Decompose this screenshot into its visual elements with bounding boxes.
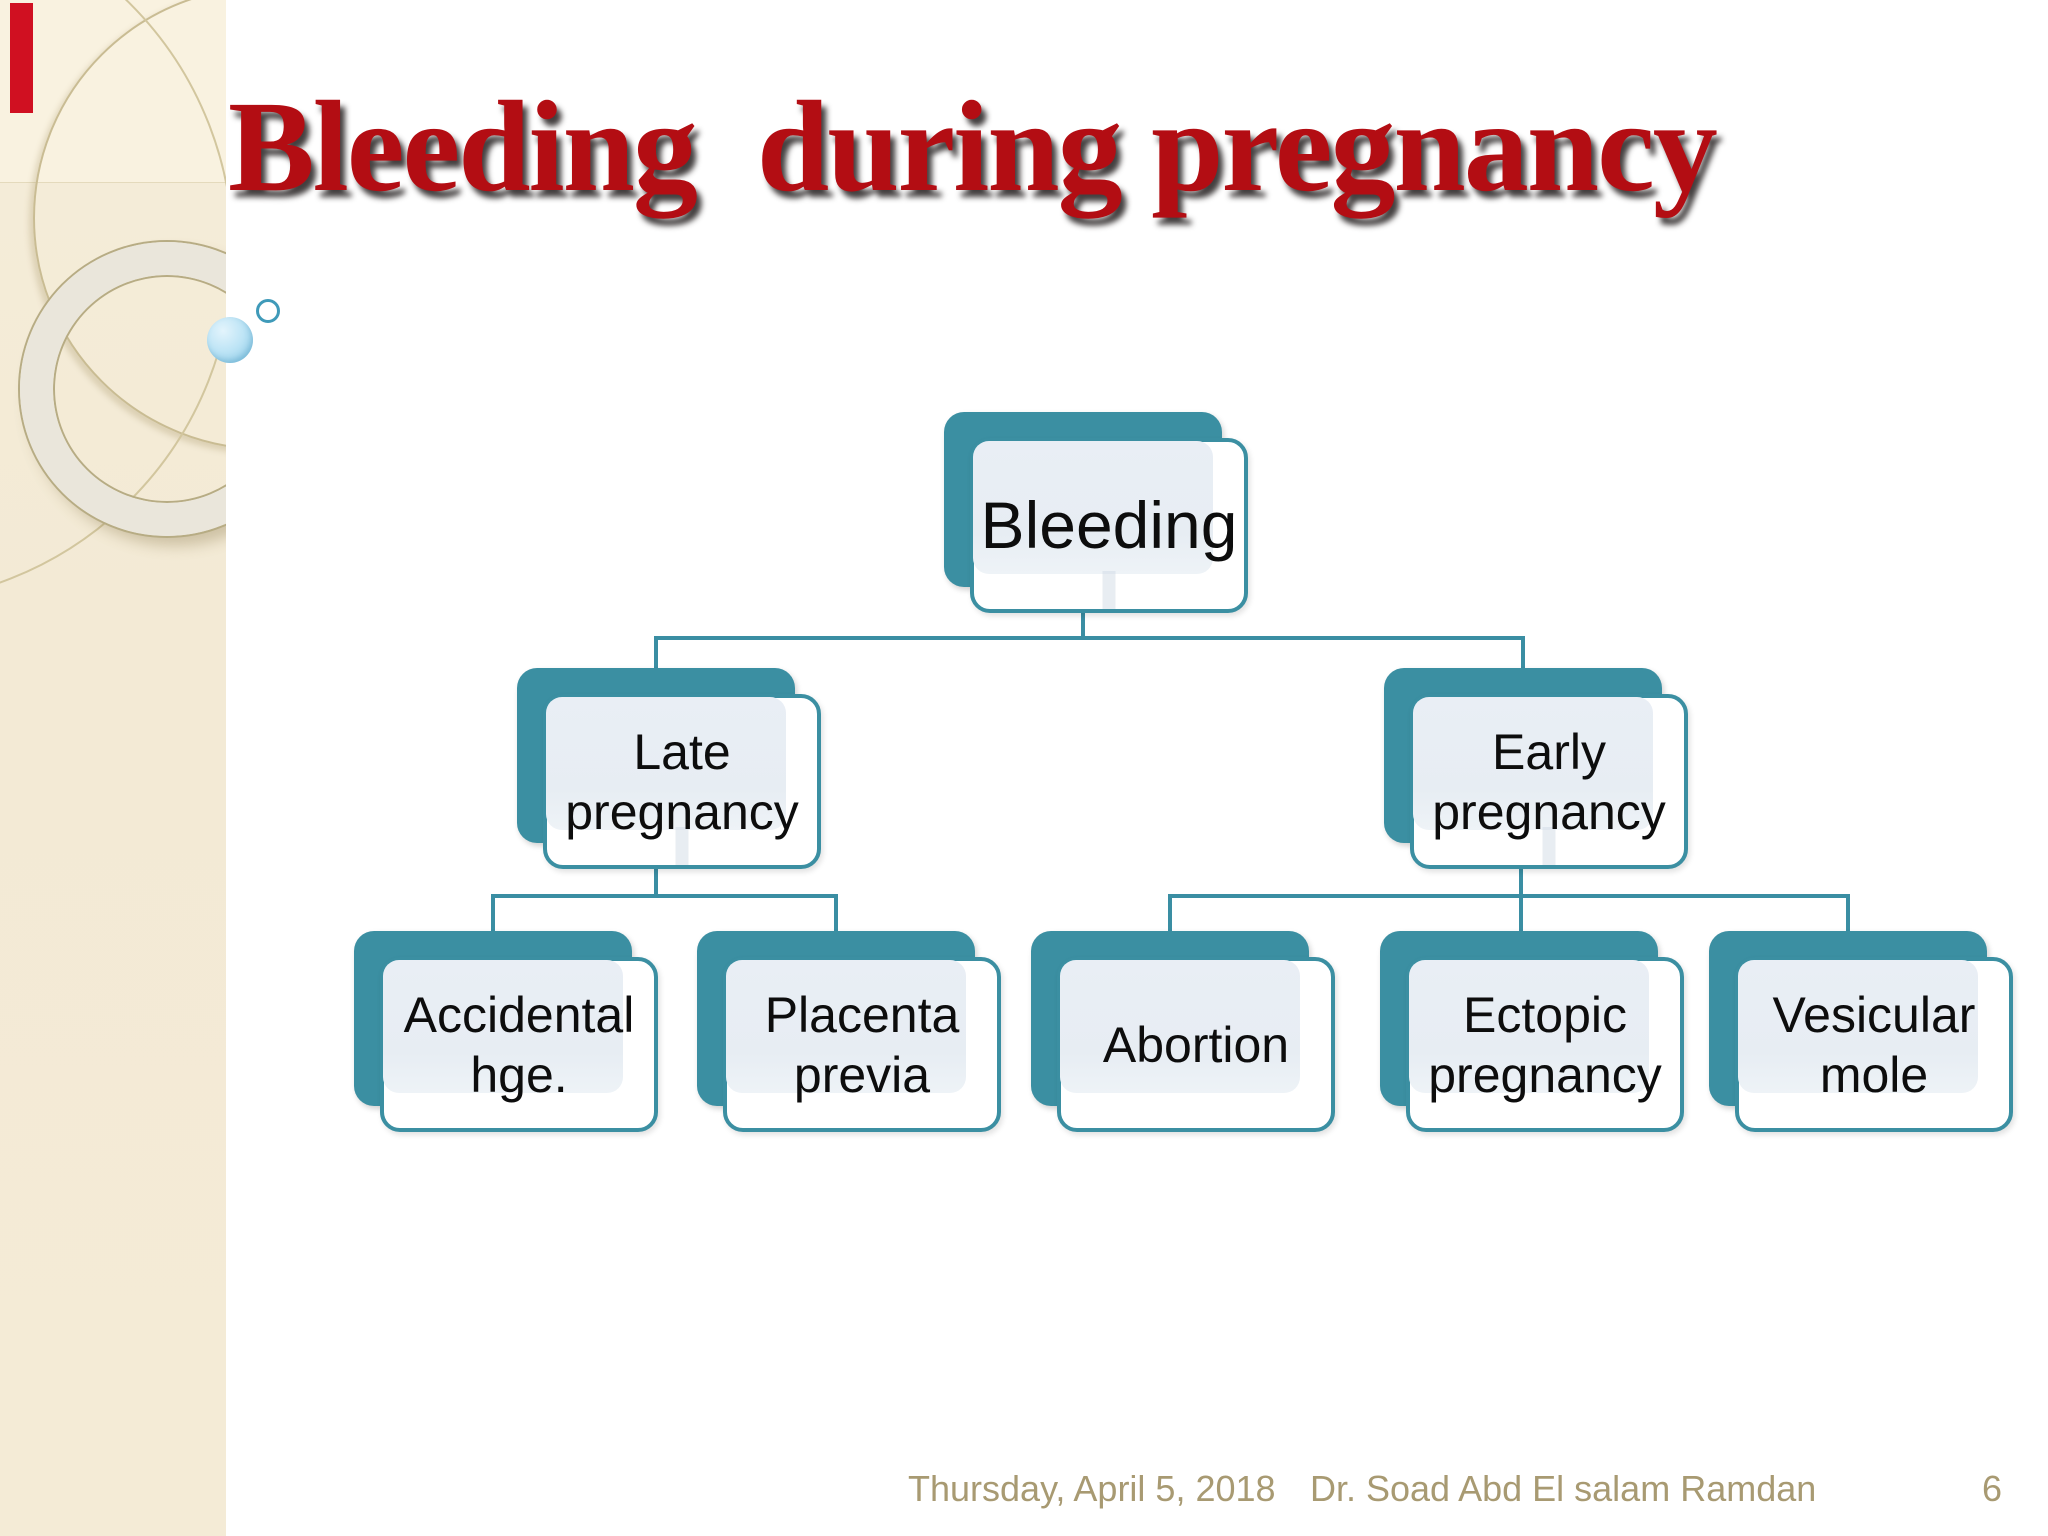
connector-late-child-stem [654, 858, 658, 898]
connector-vesicular-down [1846, 894, 1850, 942]
footer-author: Dr. Soad Abd El salam Ramdan [1310, 1468, 1817, 1509]
node-late-pregnancy: Late pregnancy [517, 668, 821, 869]
connector-placenta-down [834, 894, 838, 942]
node-label: Abortion [1102, 1016, 1290, 1073]
node-panel [726, 960, 966, 1093]
node-accidental-hge: Accidental hge. [354, 931, 658, 1132]
connector-rail-late-children [491, 894, 838, 898]
node-panel [546, 697, 786, 830]
slide-title: Bleeding during pregnancy [228, 75, 1718, 219]
connector-root-down [1081, 608, 1085, 640]
connector-accidental-down [491, 894, 495, 942]
connector-rail-early-children [1168, 894, 1850, 898]
node-label: Placenta previa [764, 986, 960, 1103]
node-label: Late pregnancy [565, 723, 799, 840]
node-panel [1413, 697, 1653, 830]
node-panel [973, 441, 1213, 574]
node-panel [1060, 960, 1300, 1093]
node-label: Early pregnancy [1432, 723, 1666, 840]
blue-ring-decoration [256, 299, 280, 323]
node-label: Accidental hge. [403, 986, 635, 1103]
connector-rail-level2 [654, 636, 1525, 640]
node-vesicular-mole: Vesicular mole [1709, 931, 2013, 1132]
node-early-pregnancy: Early pregnancy [1384, 668, 1688, 869]
node-bleeding: Bleeding [944, 412, 1248, 613]
node-connector-notch [1542, 827, 1556, 865]
node-connector-notch [675, 827, 689, 865]
node-label: Ectopic pregnancy [1428, 986, 1662, 1103]
footer-page-number: 6 [1982, 1468, 2003, 1509]
node-label: Vesicular mole [1772, 986, 1976, 1103]
node-panel [383, 960, 623, 1093]
red-accent-bar [10, 3, 33, 113]
node-label: Bleeding [980, 487, 1238, 562]
node-panel [1409, 960, 1649, 1093]
node-connector-notch [1102, 571, 1116, 609]
footer-date: Thursday, April 5, 2018 [908, 1468, 1276, 1509]
connector-ectopic-down [1519, 858, 1523, 942]
connector-early-down [1521, 636, 1525, 682]
connector-abortion-down [1168, 894, 1172, 942]
node-ectopic-pregnancy: Ectopic pregnancy [1380, 931, 1684, 1132]
node-placenta-previa: Placenta previa [697, 931, 1001, 1132]
node-abortion: Abortion [1031, 931, 1335, 1132]
connector-late-down [654, 636, 658, 682]
sidebar-decoration [0, 0, 226, 1536]
blue-dot-decoration [207, 317, 253, 363]
node-panel [1738, 960, 1978, 1093]
